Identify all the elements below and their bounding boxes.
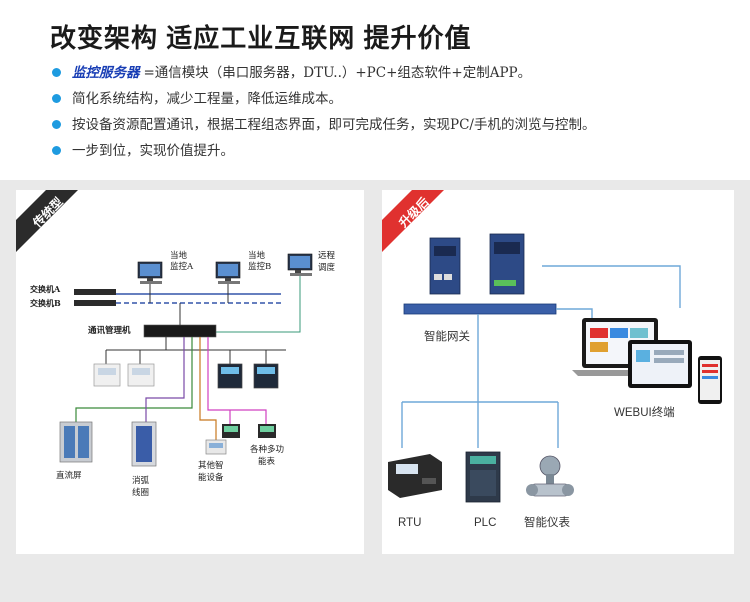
bullet-dot-icon [52, 146, 61, 155]
feature-item: 按设备资源配置通讯，根据工程组态界面，即可完成任务，实现PC/手机的浏览与控制。 [52, 114, 732, 140]
feature-text: 简化系统结构，减少工程量，降低运维成本。 [72, 91, 342, 107]
meter-device-icon [253, 363, 279, 389]
feature-item: 一步到位，实现价值提升。 [52, 140, 732, 166]
feature-text: 按设备资源配置通讯，根据工程组态界面，即可完成任务，实现PC/手机的浏览与控制。 [72, 117, 596, 133]
other-device-label-2: 能设备 [198, 472, 224, 483]
arc-coil-label-2: 线圈 [132, 487, 149, 498]
plc-label: PLC [474, 517, 496, 529]
rtu-label: RTU [398, 517, 421, 529]
smart-instrument-icon [526, 455, 574, 497]
feature-item: 监控服务器=通信模块（串口服务器，DTU..）+PC+组态软件+定制APP。 [52, 62, 732, 88]
instrument-label: 智能仪表 [524, 515, 570, 529]
webui-link-line [542, 265, 681, 308]
other-link-line [199, 337, 217, 440]
ribbon-traditional: 传统型 [16, 190, 78, 252]
arc-coil-label-1: 消弧 [132, 475, 150, 486]
other-device-icon [205, 439, 227, 455]
phone-icon [698, 356, 722, 404]
local-monitor-a-label-2: 监控A [170, 261, 194, 272]
arc-link-line [145, 337, 185, 422]
dc-panel-label: 直流屏 [56, 470, 82, 481]
protection-relay-icon [127, 363, 155, 387]
local-monitor-b-label-1: 当地 [248, 250, 266, 261]
switch-a-label: 交换机A [30, 284, 61, 294]
feature-item: 简化系统结构，减少工程量，降低运维成本。 [52, 88, 732, 114]
local-monitor-b-label-2: 监控B [248, 261, 271, 272]
meters-label-2: 能表 [258, 456, 276, 467]
bullet-dot-icon [52, 120, 61, 129]
tablet-icon [628, 340, 692, 388]
feature-list: 监控服务器=通信模块（串口服务器，DTU..）+PC+组态软件+定制APP。 简… [52, 62, 732, 166]
feature-emphasis: 监控服务器 [72, 65, 140, 80]
gateway-label: 智能网关 [424, 329, 470, 343]
traditional-architecture-panel: 传统型 当地 监控A 当地 监控B 远程 调度 [16, 190, 364, 554]
dc-link-line [75, 337, 193, 422]
switch-b-label: 交换机B [30, 298, 61, 308]
feature-text: =通信模块（串口服务器，DTU..）+PC+组态软件+定制APP。 [143, 65, 532, 81]
remote-link-line [216, 276, 301, 333]
comm-manager-label: 通讯管理机 [88, 325, 131, 336]
protection-relay-icon [93, 363, 121, 387]
feature-text: 一步到位，实现价值提升。 [72, 143, 234, 159]
bullet-dot-icon [52, 68, 61, 77]
switch-a-icon [74, 289, 116, 295]
comm-manager-icon [143, 324, 217, 338]
switch-b-icon [74, 300, 116, 306]
headline: 改变架构 适应工业互联网 提升价值 [50, 23, 472, 53]
webui-label: WEBUI终端 [614, 405, 675, 419]
local-monitor-b-icon [215, 261, 241, 284]
meters-label-1: 各种多功 [250, 444, 284, 455]
traditional-architecture-diagram: 传统型 当地 监控A 当地 监控B 远程 调度 [16, 190, 336, 498]
rtu-icon [388, 454, 442, 498]
other-device-label-1: 其他智 [198, 460, 224, 471]
remote-dispatch-label-2: 调度 [318, 262, 336, 273]
local-monitor-a-icon [137, 261, 163, 284]
gateway-module-icon [429, 233, 525, 295]
plc-icon [465, 451, 501, 503]
arc-suppression-coil-icon [131, 421, 157, 467]
remote-dispatch-monitor-icon [287, 253, 313, 276]
bullet-dot-icon [52, 94, 61, 103]
multifunction-meter-icon [222, 424, 276, 438]
local-monitor-a-label-1: 当地 [170, 250, 188, 261]
meter-link-line [207, 337, 267, 424]
upgraded-architecture-panel: 升级后 智能网关 [382, 190, 734, 554]
remote-dispatch-label-1: 远程 [318, 251, 336, 261]
dc-panel-icon [59, 421, 93, 463]
upgraded-architecture-diagram: 升级后 智能网关 [382, 190, 722, 529]
meter-device-icon [217, 363, 243, 389]
gateway-rack-icon [403, 303, 557, 315]
